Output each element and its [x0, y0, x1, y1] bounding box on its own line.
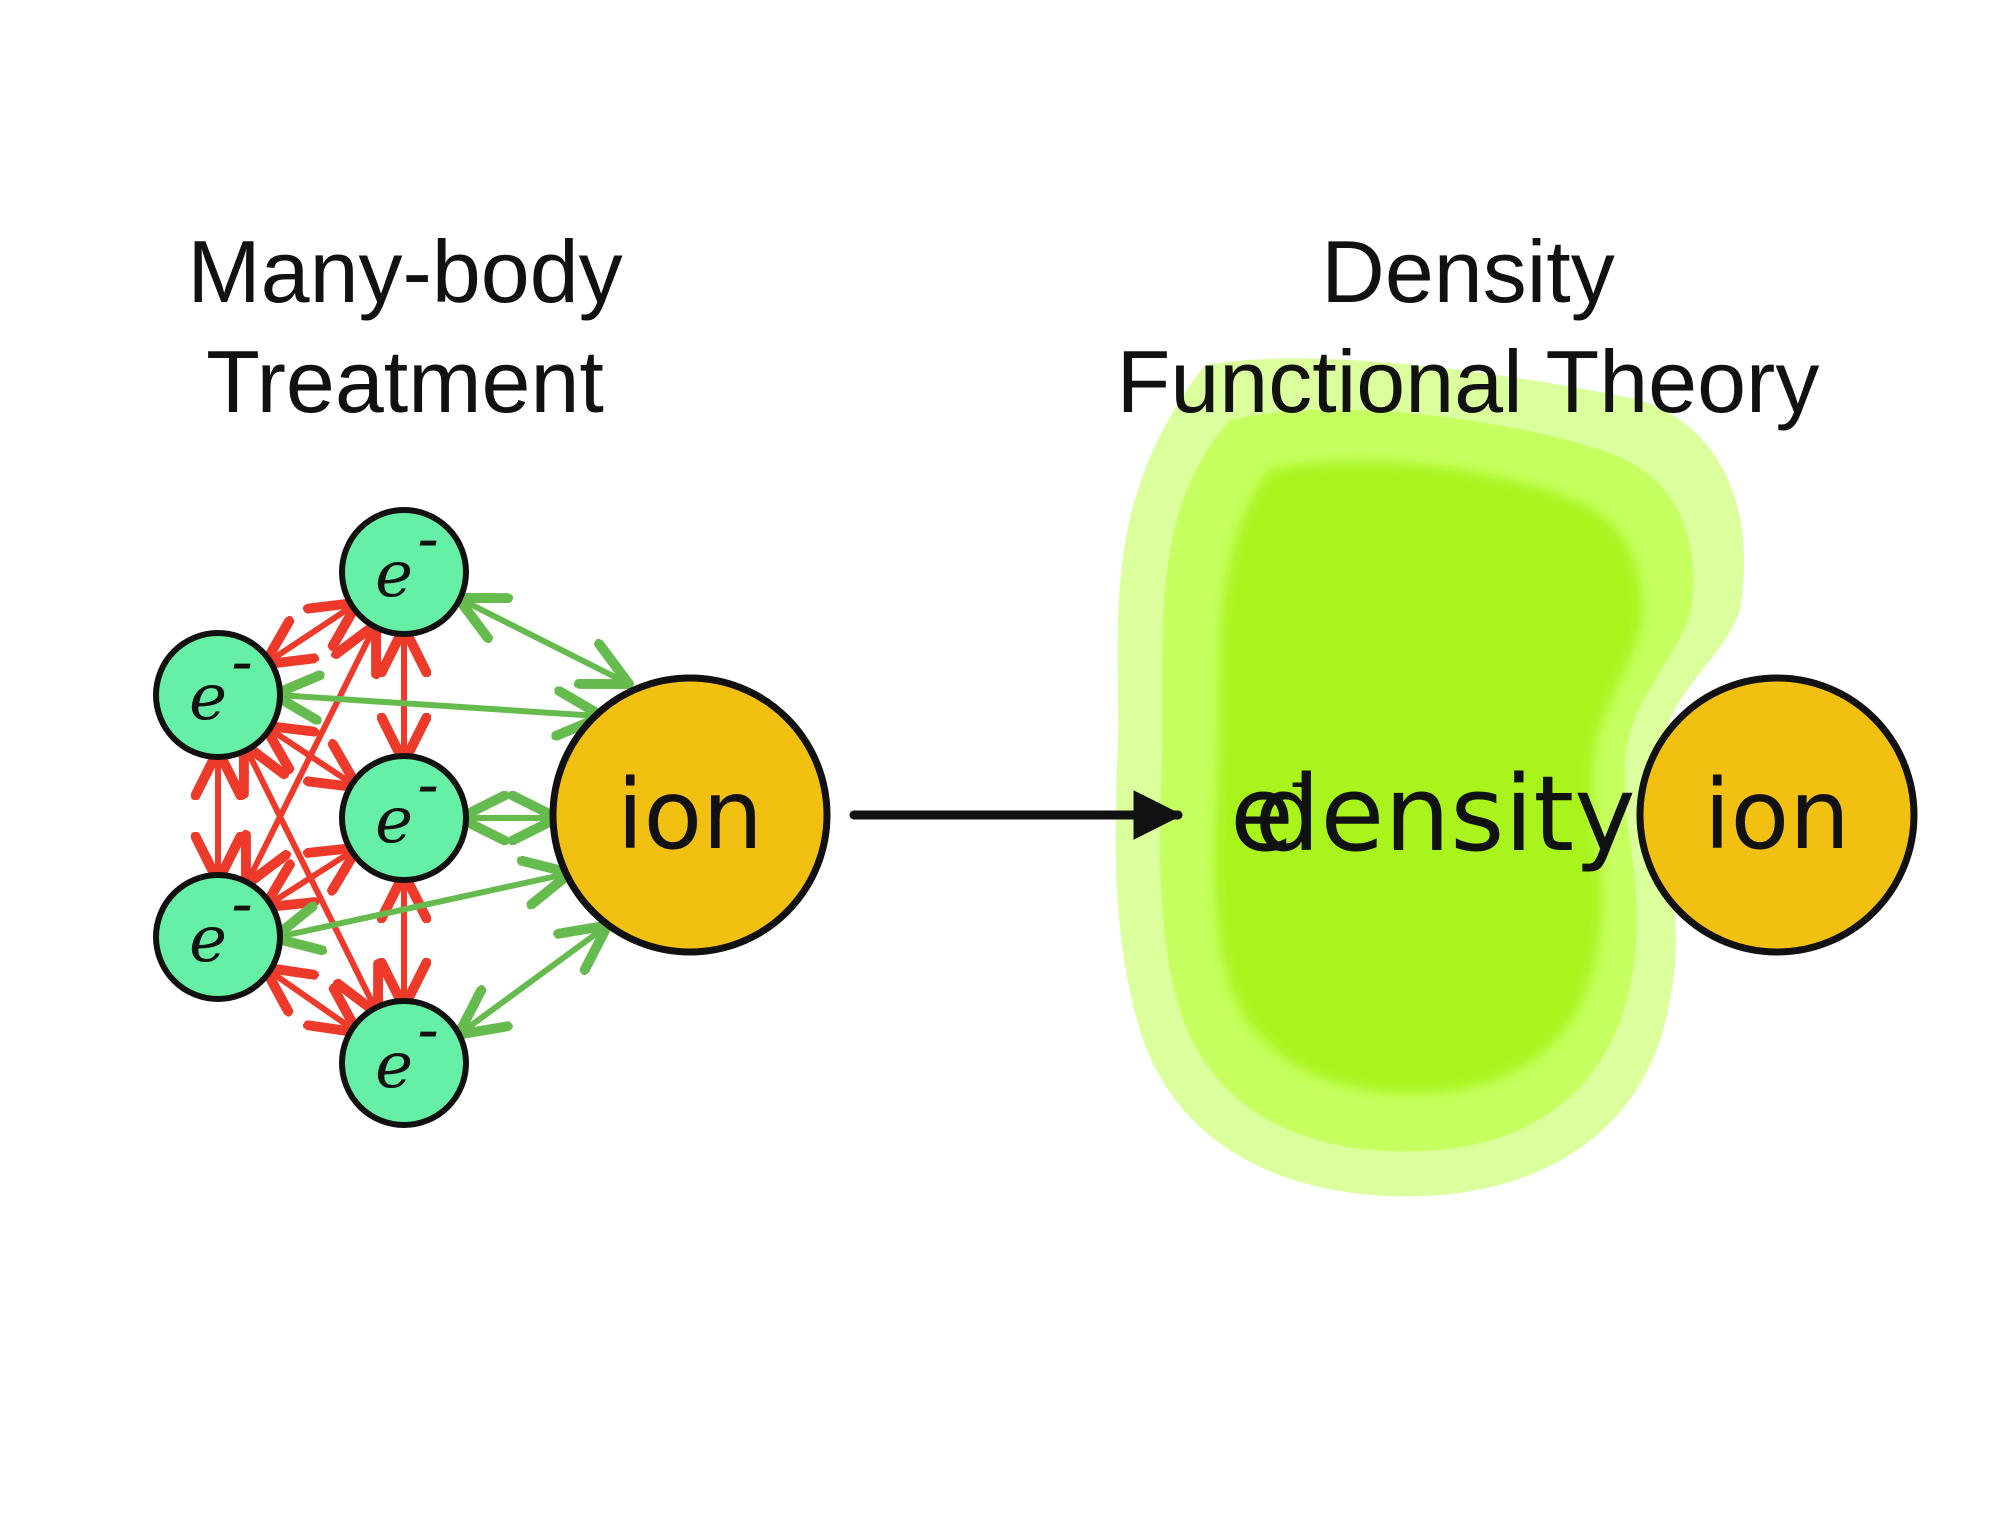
density-label-charge: - — [1290, 749, 1310, 814]
ion-left-label: ion — [617, 759, 763, 871]
electron-charge: - — [231, 867, 253, 941]
electron-charge: - — [417, 993, 439, 1067]
attraction-arrow-e4-ion — [278, 874, 566, 937]
attraction-arrow-e1-ion — [462, 600, 625, 682]
density-label: e - density — [1230, 749, 1636, 875]
electron-charge: - — [231, 625, 253, 699]
interaction-arrow-e1-e2 — [268, 605, 354, 662]
attraction-arrow-e5-ion — [462, 928, 604, 1032]
electron-label: e — [375, 538, 413, 612]
electron-group: e - e - e - e - e - — [153, 502, 469, 1128]
electron-density-cloud — [1115, 358, 1745, 1197]
interaction-arrow-e4-e5 — [268, 970, 354, 1030]
ion-right-label: ion — [1704, 759, 1850, 871]
many-body-title: Many-body Treatment — [187, 222, 622, 431]
electron-5: e - — [339, 993, 469, 1128]
electron-2: e - — [153, 625, 283, 760]
electron-label: e — [189, 903, 227, 977]
electron-label: e — [375, 1029, 413, 1103]
electron-label: e — [375, 784, 413, 858]
ion-left: ion — [549, 674, 831, 956]
electron-charge: - — [417, 748, 439, 822]
ion-right: ion — [1636, 674, 1918, 956]
density-cloud-inner — [1215, 462, 1642, 1094]
electron-charge: - — [417, 502, 439, 576]
electron-4: e - — [153, 867, 283, 1002]
many-body-title-line2: Treatment — [206, 332, 604, 431]
electron-3: e - — [339, 748, 469, 883]
dft-title-line2: Functional Theory — [1117, 332, 1820, 431]
interaction-arrow-e3-e4 — [268, 850, 354, 905]
electron-label: e — [189, 661, 227, 735]
electron-ion-interactions — [278, 600, 625, 1032]
attraction-arrow-e2-ion — [278, 695, 598, 716]
dft-title-line1: Density — [1321, 222, 1614, 321]
dft-title: Density Functional Theory — [1117, 222, 1820, 431]
electron-1: e - — [339, 502, 469, 637]
interaction-arrow-e2-e3 — [268, 728, 354, 785]
many-body-title-line1: Many-body — [187, 222, 622, 321]
density-label-e: e — [1230, 753, 1294, 875]
density-label-word: density — [1254, 753, 1635, 875]
